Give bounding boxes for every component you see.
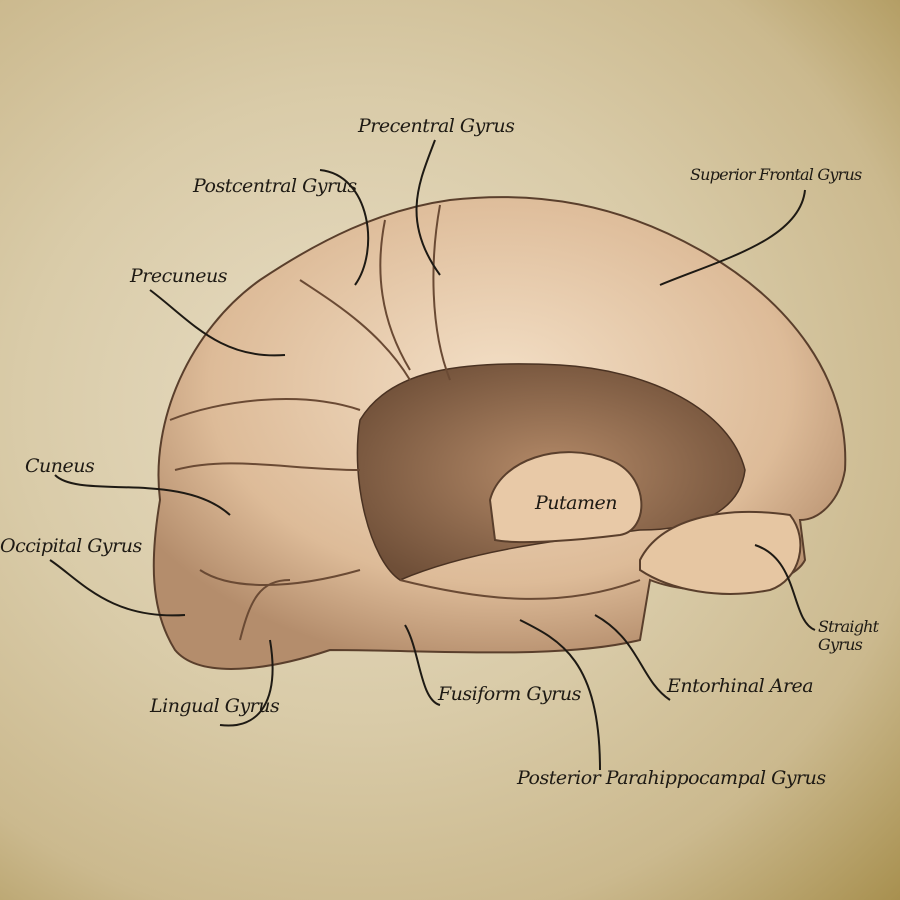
label-occipital-gyrus: Occipital Gyrus: [0, 535, 142, 557]
label-superior-frontal-gyrus: Superior Frontal Gyrus: [690, 165, 862, 184]
label-entorhinal-area: Entorhinal Area: [667, 675, 814, 697]
label-precentral-gyrus: Precentral Gyrus: [358, 115, 515, 137]
leader-lines: [49, 139, 816, 771]
label-posterior-parahippocampal-gyrus: Posterior Parahippocampal Gyrus: [517, 767, 826, 789]
gyri-outlines: [169, 204, 641, 641]
straight-gyrus-shape: [639, 511, 802, 595]
label-cuneus: Cuneus: [25, 455, 95, 477]
label-fusiform-gyrus: Fusiform Gyrus: [438, 683, 581, 705]
label-straight-gyrus: Straight Gyrus: [818, 617, 879, 654]
label-precuneus: Precuneus: [130, 265, 227, 287]
putamen-shape: [488, 451, 643, 544]
label-postcentral-gyrus: Postcentral Gyrus: [193, 175, 357, 197]
label-putamen: Putamen: [535, 492, 617, 514]
label-lingual-gyrus: Lingual Gyrus: [150, 695, 280, 717]
